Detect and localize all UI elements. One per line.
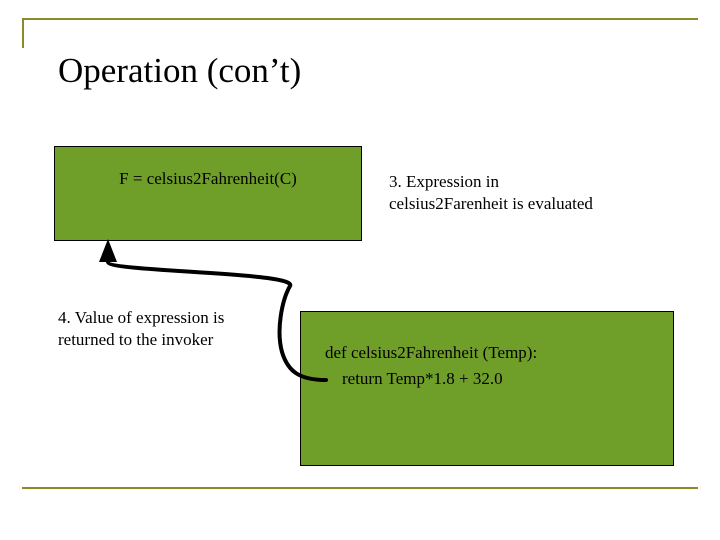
code-line-def: def celsius2Fahrenheit (Temp): [325,343,538,362]
function-definition-box: def celsius2Fahrenheit (Temp): return Te… [300,311,674,466]
expression-box: F = celsius2Fahrenheit(C) [54,146,362,241]
expression-box-text: F = celsius2Fahrenheit(C) [119,169,297,188]
code-line-return: return Temp*1.8 + 32.0 [325,368,503,388]
left-tick-decoration [22,18,24,48]
note-step-3: 3. Expression in celsius2Farenheit is ev… [389,172,593,214]
top-rule-decoration [22,18,698,20]
page-title: Operation (con’t) [58,51,302,90]
function-definition-code: def celsius2Fahrenheit (Temp): return Te… [325,340,537,391]
bottom-rule-decoration [22,487,698,489]
note-step-4: 4. Value of expression is returned to th… [58,308,225,350]
